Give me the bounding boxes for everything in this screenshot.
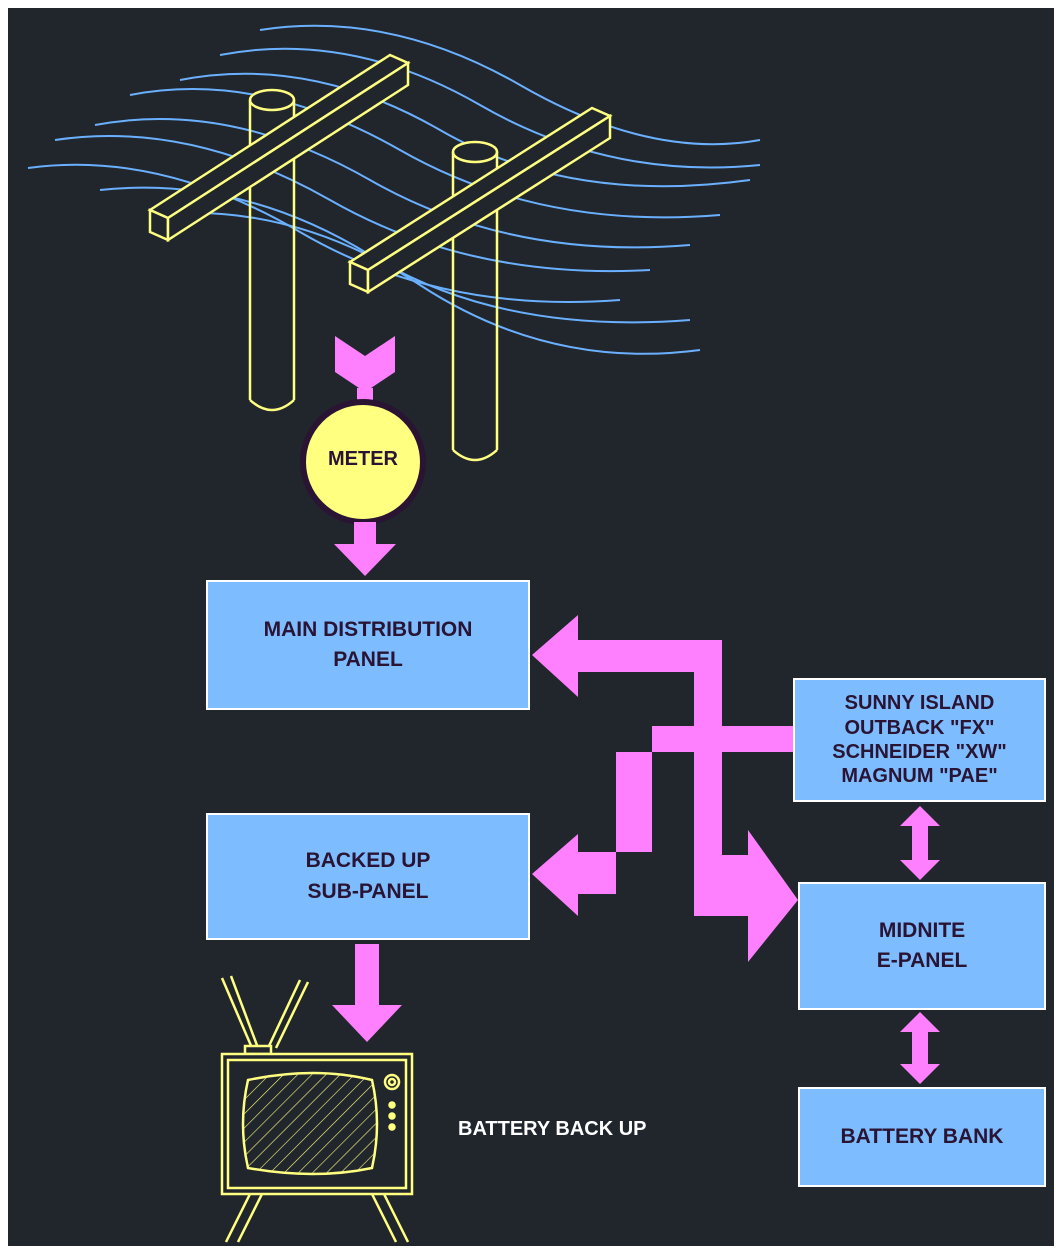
arrow-to-meter [335,336,395,408]
midnite-epanel-box: MIDNITE E-PANEL [798,882,1046,1010]
inverter-line2: OUTBACK "FX" [844,716,995,739]
epanel-line1: MIDNITE [878,918,966,942]
main-panel-line1: MAIN DISTRIBUTION [263,617,473,641]
battery-bank-label: BATTERY BANK [840,1124,1004,1148]
battery-bank-box: BATTERY BANK [798,1087,1046,1187]
arrow-epanel-battery [900,1012,940,1084]
backed-up-sub-panel-box: BACKED UP SUB-PANEL [206,813,530,940]
utility-pole-icon [147,53,411,412]
inverter-line1: SUNNY ISLAND [844,692,995,715]
epanel-line2: E-PANEL [876,949,968,972]
arrow-sub-to-tv [332,944,402,1042]
main-distribution-panel-box: MAIN DISTRIBUTION PANEL [206,580,530,710]
inverter-line4: MAGNUM "PAE" [841,765,998,788]
arrow-inverter-epanel [900,806,940,880]
sub-panel-line2: SUB-PANEL [307,879,429,903]
utility-pole-icon [347,106,613,462]
inverter-line3: SCHNEIDER "XW" [832,741,1007,763]
television-icon [220,975,414,1243]
arrow-sub-epanel [532,726,798,916]
arrow-meter-to-main [334,522,396,576]
battery-backup-caption: BATTERY BACK UP [458,1118,647,1140]
inverters-box: SUNNY ISLAND OUTBACK "FX" SCHNEIDER "XW"… [793,678,1046,802]
arrow-main-epanel [532,615,798,962]
main-panel-line2: PANEL [333,648,403,671]
sub-panel-line1: BACKED UP [305,849,431,873]
meter-label: METER [328,448,398,470]
